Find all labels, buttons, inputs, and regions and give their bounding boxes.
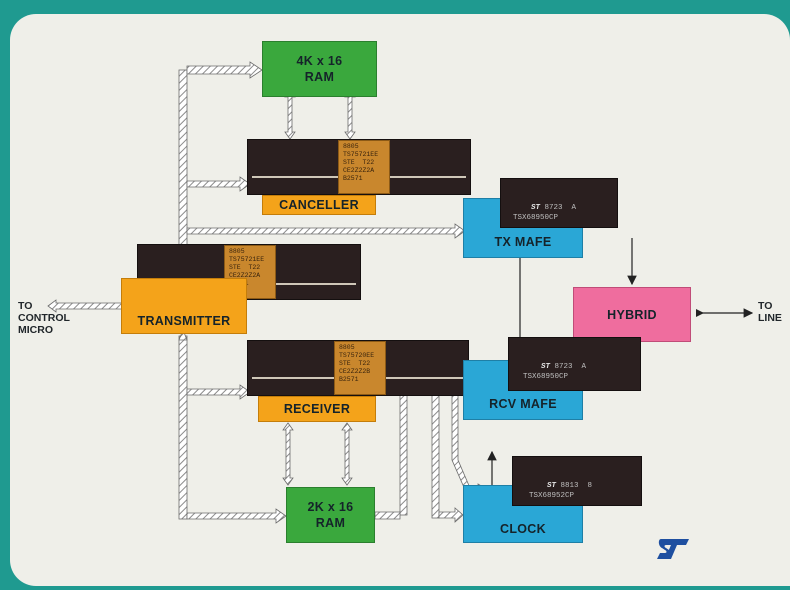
ram-4k-block: 4K x 16 RAM [262,41,377,97]
ram-2k-block: 2K x 16 RAM [286,487,375,543]
canceller-die: 8805 TS75721EE STE T22 CE2Z2Z2A B2571 [338,140,390,194]
canceller-chip: 8805 TS75721EE STE T22 CE2Z2Z2A B2571 [247,139,471,195]
rcv-mafe-chip: ST 8723 A TSX68950CP [508,337,641,391]
tx-mafe-chip-print: ST 8723 A TSX68950CP [513,193,576,233]
hybrid-block: HYBRID [573,287,691,342]
to-control-micro-label: TO CONTROL MICRO [18,300,70,336]
transmitter-label: TRANSMITTER [121,278,247,334]
st-logo-icon [655,537,691,561]
receiver-die: 8805 TS75720EE STE T22 CE2Z2Z2B B2571 [334,341,386,395]
receiver-chip: 8805 TS75720EE STE T22 CE2Z2Z2B B2571 [247,340,469,396]
receiver-label: RECEIVER [258,396,376,422]
clock-chip: ST 8813 8 TSX68952CP [512,456,642,506]
clock-chip-print: ST 8813 8 TSX68952CP [529,471,592,511]
hybrid-line-arrow-back [696,309,704,317]
rcv-mafe-chip-print: ST 8723 A TSX68950CP [523,352,586,392]
canceller-label: CANCELLER [262,195,376,215]
tx-mafe-chip: ST 8723 A TSX68950CP [500,178,618,228]
to-line-label: TO LINE [758,300,782,324]
